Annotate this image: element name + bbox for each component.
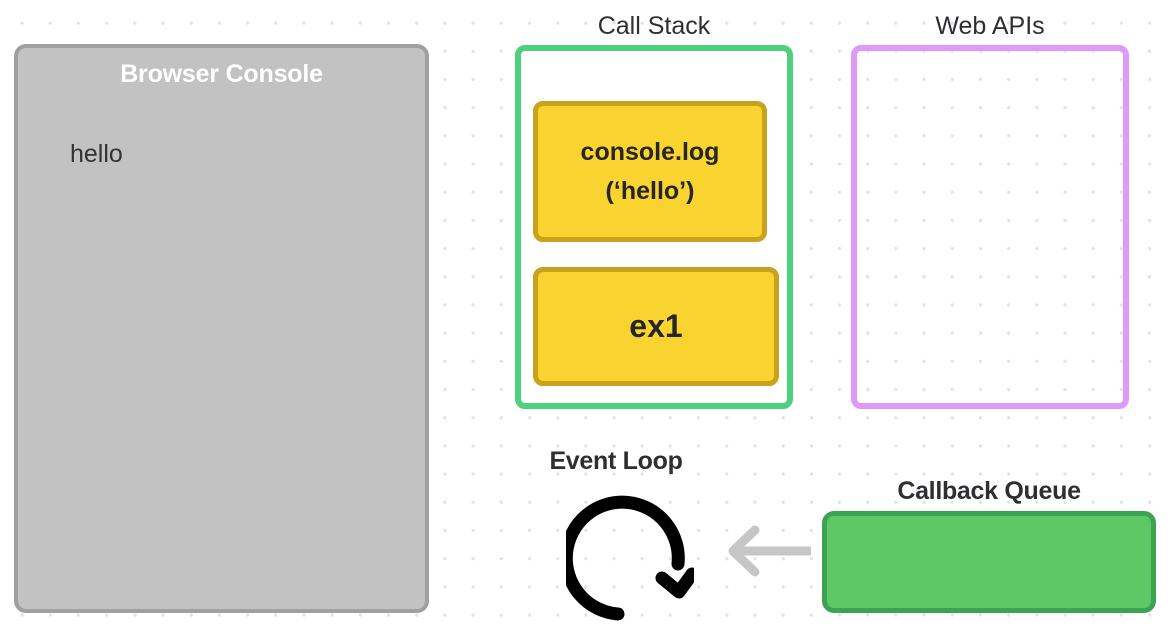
- stack-frame-line-2: (‘hello’): [605, 176, 695, 205]
- callback-queue-heading: Callback Queue: [897, 477, 1081, 505]
- browser-console-panel: Browser Console hello: [14, 44, 429, 613]
- stack-frame-line-1: ex1: [629, 307, 683, 344]
- browser-console-title: Browser Console: [120, 60, 323, 88]
- event-loop-heading: Event Loop: [549, 447, 683, 475]
- callback-queue-panel: [822, 511, 1156, 613]
- stack-frame: ex1: [533, 267, 779, 386]
- call-stack-frame-list: console.log (‘hello’) ex1: [515, 45, 793, 409]
- web-apis-panel: [851, 45, 1129, 409]
- circular-arrow-icon: [559, 494, 699, 622]
- stack-frame: console.log (‘hello’): [533, 101, 767, 242]
- call-stack-heading: Call Stack: [597, 12, 711, 40]
- stack-frame-line-1: console.log: [580, 137, 720, 166]
- queue-to-event-loop-arrow: [725, 524, 814, 578]
- console-log-line: hello: [70, 140, 123, 168]
- web-apis-heading: Web APIs: [935, 12, 1045, 40]
